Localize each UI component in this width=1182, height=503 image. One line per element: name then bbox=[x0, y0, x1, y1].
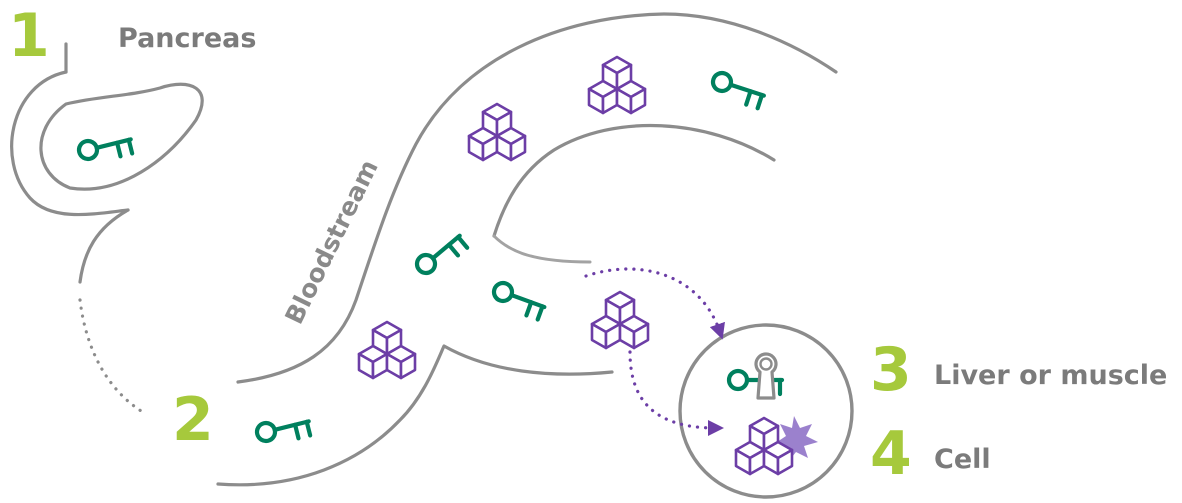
bloodstream-label: Bloodstream bbox=[279, 155, 383, 329]
bloodstream-vessel bbox=[216, 12, 838, 487]
step-4-number: 4 bbox=[870, 419, 912, 489]
insulin-key-icon bbox=[709, 71, 767, 109]
insulin-key-icon bbox=[413, 229, 468, 281]
glucose-into-cell-arrow bbox=[628, 350, 724, 436]
pancreas-to-bloodstream-dots bbox=[78, 298, 148, 416]
glucose-cubes-icon bbox=[357, 320, 417, 380]
step-1-number: 1 bbox=[8, 1, 50, 71]
glucose-cubes-icon bbox=[590, 290, 650, 350]
step-4-label: Cell bbox=[934, 444, 991, 475]
insulin-key-icon bbox=[255, 413, 312, 448]
insulin-key-icon bbox=[77, 131, 134, 166]
step-3-label: Liver or muscle bbox=[934, 360, 1167, 391]
pancreas-organ bbox=[10, 42, 204, 284]
step-3-number: 3 bbox=[870, 335, 912, 405]
energy-burst-icon bbox=[774, 416, 818, 462]
glucose-cubes-icon bbox=[587, 55, 647, 115]
liver-muscle-cell bbox=[678, 323, 854, 499]
step-1-label: Pancreas bbox=[118, 23, 256, 54]
insulin-key-icon bbox=[490, 280, 548, 320]
glucose-cubes-icon bbox=[467, 102, 527, 162]
keyhole-lock-icon bbox=[754, 352, 778, 400]
glucose-to-receptor-arrow bbox=[584, 267, 725, 340]
step-2-number: 2 bbox=[172, 385, 214, 455]
